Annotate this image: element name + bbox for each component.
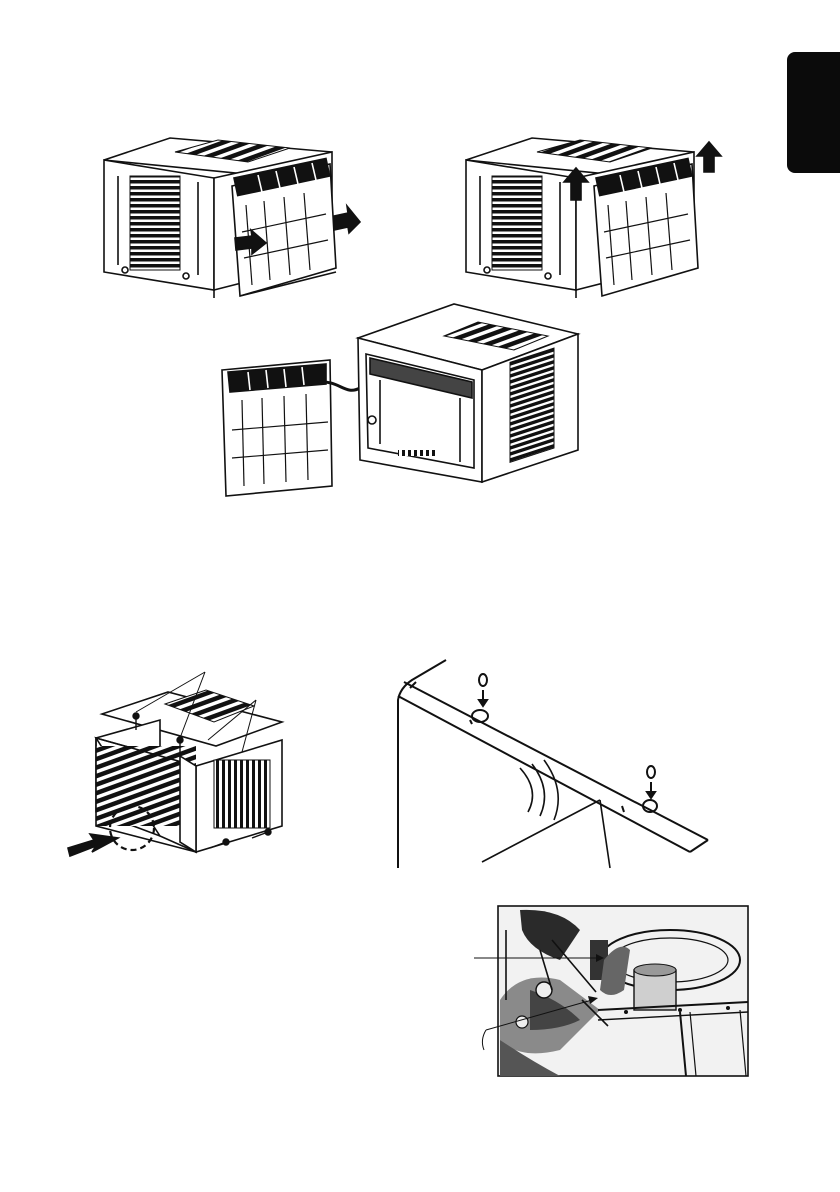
fig-unit-push-front bbox=[104, 138, 360, 298]
fig-top-holes-detail bbox=[398, 660, 708, 868]
fig-interior-photo bbox=[474, 906, 748, 1076]
fig-cabinet-screws bbox=[68, 672, 282, 856]
fig-panel-disconnected bbox=[222, 304, 578, 496]
fig-unit-lift-cabinet bbox=[466, 138, 721, 298]
